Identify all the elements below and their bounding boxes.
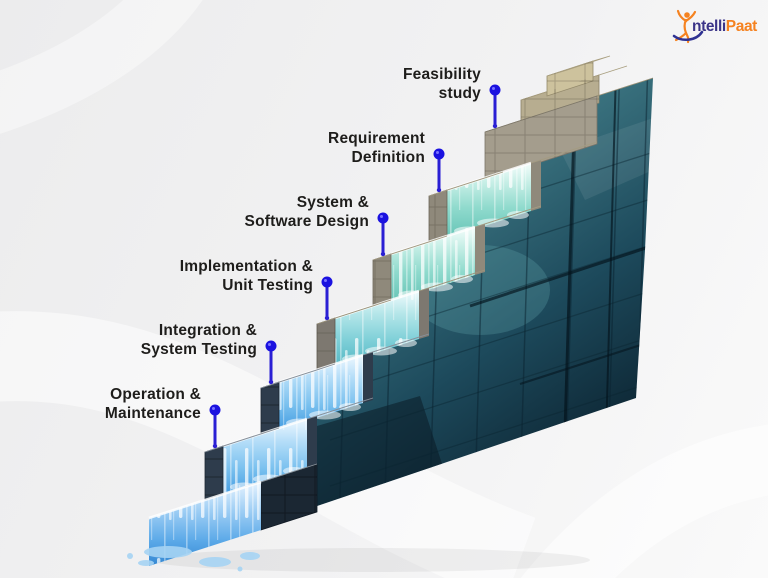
ground-landing [127,463,318,572]
step-feasibility-stone [484,77,654,181]
person-figure-icon [672,9,704,44]
stage-label-line: Unit Testing [222,276,313,294]
stage-label-line: study [438,84,481,102]
pin-icon-system-software-design [377,212,389,257]
stage-label-line: Maintenance [104,404,201,422]
waterfall-step-5 [260,333,430,437]
stage-label-requirement-definition: Requirement Definition [328,130,425,167]
stage-label-line: Feasibility [402,66,481,83]
pin-icon-implementation-unit-testing [321,276,333,321]
stage-label-line: Software Design [244,212,369,230]
stage-label-line: System & [296,194,369,211]
pin-icon-integration-system-testing [265,340,277,385]
stage-label-integration-system-testing: Integration & System Testing [141,322,257,359]
stage-label-implementation-unit-testing: Implementation & Unit Testing [180,258,313,295]
stage-label-feasibility-study: Feasibility study [403,66,481,103]
stage-label-line: Requirement [328,130,425,147]
ground-shadow [150,548,590,572]
pin-icon-requirement-definition [433,148,445,193]
waterfall-step-2 [428,141,598,245]
logo-wordmark: ntelliPaat [692,18,757,35]
stage-pins [209,84,501,449]
splash-puddles [127,546,260,572]
stage-label-line: Implementation & [179,258,313,275]
intellipaat-logo: ntelliPaat [672,9,758,44]
stage-label-line: Integration & [158,322,257,339]
stage-label-line: System Testing [140,340,257,358]
pin-icon-feasibility-study [489,84,501,129]
stage-label-line: Definition [351,148,425,166]
stage-label-system-software-design: System & Software Design [245,194,369,231]
stage-label-line: Operation & [110,386,201,403]
pin-icon-operation-maintenance [209,404,221,449]
glass-wall [317,78,653,506]
waterfall-step-3 [372,205,542,309]
stage-label-operation-maintenance: Operation & Maintenance [105,386,201,423]
